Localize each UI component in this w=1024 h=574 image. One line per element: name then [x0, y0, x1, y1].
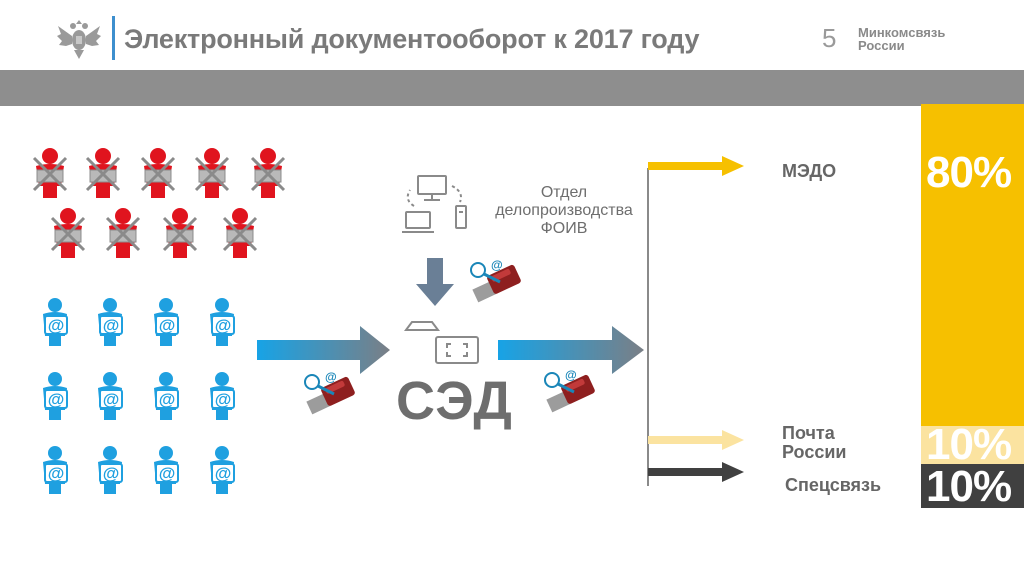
crossed-user-icon: [250, 146, 286, 200]
ministry-line1: Минкомсвязь: [858, 25, 946, 40]
route-label-post-line1: Почта: [782, 423, 835, 443]
crossed-user-icon: [194, 146, 230, 200]
header-accent-bar: [112, 16, 115, 60]
route-label-post-line2: России: [782, 442, 847, 462]
crossed-user-icon: [140, 146, 176, 200]
scanner-icon: [404, 321, 479, 364]
email-user-icon: [42, 297, 68, 347]
arrow-post: [648, 430, 744, 450]
email-user-icon: [97, 297, 123, 347]
crossed-user-icon: [85, 146, 121, 200]
page-title: Электронный документооборот к 2017 году: [124, 24, 700, 54]
ministry-logo-text: Минкомсвязь России: [858, 26, 945, 52]
share-bar-special: [921, 464, 1024, 508]
email-users-group: [42, 297, 235, 495]
email-user-icon: [153, 371, 179, 421]
sed-label: СЭД: [396, 371, 513, 431]
share-bar-medo: [921, 104, 1024, 426]
email-user-icon: [209, 371, 235, 421]
crossed-user-icon: [32, 146, 68, 200]
email-user-icon: [42, 445, 68, 495]
usb-token-icon: [469, 256, 524, 304]
email-user-icon: [209, 297, 235, 347]
email-user-icon: [97, 445, 123, 495]
email-user-icon: [209, 445, 235, 495]
route-label-post: Почта России: [782, 424, 846, 462]
department-line3: ФОИВ: [540, 220, 588, 237]
route-label-medo: МЭДО: [782, 161, 837, 181]
email-user-icon: [153, 297, 179, 347]
crossed-user-icon: [50, 206, 86, 260]
arrow-to-sed: [257, 326, 390, 374]
share-bar-post: [921, 426, 1024, 464]
coat-of-arms-icon: [57, 20, 101, 59]
page-number: 5: [822, 23, 837, 53]
email-user-icon: [42, 371, 68, 421]
department-label: Отдел делопроизводства ФОИВ: [474, 184, 654, 238]
route-label-special: Спецсвязь: [785, 475, 882, 495]
department-line1: Отдел: [540, 184, 588, 201]
share-post: 10%: [926, 420, 1012, 469]
crossed-user-icon: [162, 206, 198, 260]
arrow-medo: [648, 156, 744, 176]
email-user-icon: [153, 445, 179, 495]
arrow-down-icon: [416, 258, 454, 306]
email-user-icon: [97, 371, 123, 421]
computers-network-icon: [402, 175, 467, 233]
arrow-special: [648, 462, 744, 482]
crossed-user-icon: [105, 206, 141, 260]
crossed-user-icon: [222, 206, 258, 260]
share-special: 10%: [926, 462, 1012, 511]
header-band: [0, 70, 1024, 106]
arrow-from-sed: [498, 326, 644, 374]
crossed-users-group: [32, 146, 286, 260]
share-medo: 80%: [926, 148, 1012, 197]
usb-token-icon: [303, 368, 358, 416]
ministry-line2: России: [858, 38, 905, 53]
department-line2: делопроизводства: [495, 202, 633, 219]
usb-token-icon: [543, 366, 598, 414]
